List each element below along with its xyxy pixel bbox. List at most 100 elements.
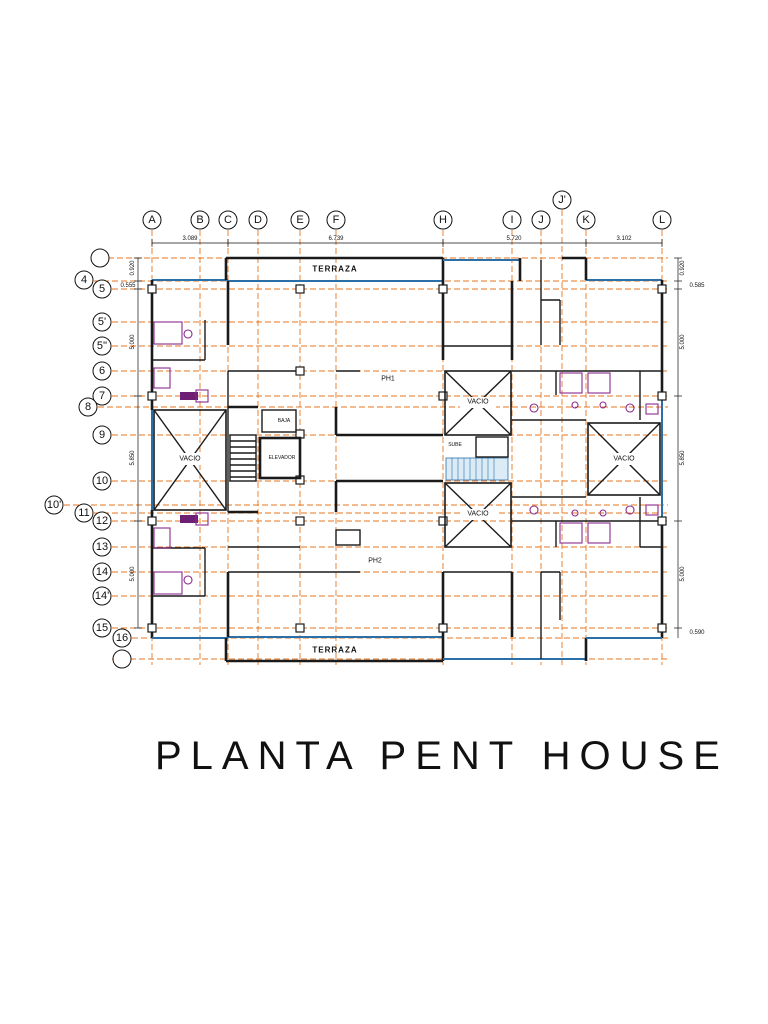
dim-left-3: 5.000: [130, 334, 136, 350]
axis-bubble-a: A: [142, 210, 162, 230]
axis-bubble-b: B: [190, 210, 210, 230]
svg-text:A: A: [148, 214, 156, 226]
void-center-top-label: VACIO: [467, 399, 489, 406]
axis-bubble-5pp: 5'': [92, 336, 112, 356]
svg-text:12: 12: [96, 515, 108, 527]
svg-text:6: 6: [99, 365, 105, 377]
dim-top-1: 3.089: [182, 236, 198, 242]
void-center-bottom: VACIO: [444, 482, 512, 548]
axis-bubble-k: K: [576, 210, 596, 230]
axis-bubble-i: I: [502, 210, 522, 230]
svg-text:14: 14: [96, 566, 108, 578]
svg-text:H: H: [439, 214, 447, 226]
svg-text:I: I: [510, 214, 513, 226]
ph1-label: PH1: [381, 376, 395, 383]
svg-text:K: K: [582, 214, 590, 226]
ph2-label: PH2: [368, 558, 382, 565]
axis-bubble-13: 13: [92, 537, 112, 557]
axis-bubble-h: H: [433, 210, 453, 230]
dim-top-4: 3.102: [616, 236, 632, 242]
interior-walls: [152, 260, 662, 659]
axis-bubble-7: 7: [92, 386, 112, 406]
top-dimension-line: 3.089 6.739 5.720 3.102: [151, 236, 663, 247]
axis-bubble-10: 10: [92, 471, 112, 491]
axis-bubble-e: E: [290, 210, 310, 230]
svg-text:11: 11: [78, 507, 89, 519]
void-right-label: VACIO: [613, 456, 635, 463]
axis-bubble-16: 16: [112, 628, 132, 648]
dim-left-1: 0.920: [130, 260, 136, 276]
dim-right-2: 0.585: [689, 283, 705, 289]
terrace-top-label: TERRAZA: [312, 265, 357, 274]
left-dimension-line: 0.920 0.555 5.000 5.850 5.000: [120, 257, 142, 629]
fixtures: [153, 321, 659, 595]
dim-top-2: 6.739: [328, 236, 344, 242]
axis-bubble-15: 15: [92, 618, 112, 638]
svg-text:10: 10: [96, 475, 108, 487]
axis-bubble-12: 12: [92, 511, 112, 531]
axis-bubble-c: C: [218, 210, 238, 230]
void-center-top: VACIO: [444, 370, 512, 436]
dim-right-4: 5.850: [680, 450, 686, 466]
axis-bubble-8: 8: [78, 397, 98, 417]
stair-down-label: BAJA: [278, 418, 291, 424]
svg-text:16: 16: [116, 632, 128, 644]
axis-bubble-j-prime: J': [552, 190, 572, 210]
void-left-label: VACIO: [179, 456, 201, 463]
svg-text:4: 4: [81, 274, 87, 286]
svg-text:F: F: [333, 214, 340, 226]
dim-right-1: 0.920: [680, 260, 686, 276]
svg-text:C: C: [224, 214, 232, 226]
svg-text:10': 10': [47, 499, 61, 511]
svg-text:9: 9: [99, 429, 105, 441]
svg-text:14': 14': [95, 590, 109, 602]
axis-bubble-14p: 14': [92, 586, 112, 606]
columns: [147, 284, 667, 633]
void-center-bottom-label: VACIO: [467, 511, 489, 518]
plan-title: PLANTA PENT HOUSE: [155, 734, 729, 778]
terrace-bottom-label: TERRAZA: [312, 646, 357, 655]
axis-bubble-6: 6: [92, 361, 112, 381]
stair-up-label: SUBE: [448, 442, 462, 448]
svg-text:8: 8: [85, 401, 91, 413]
dim-left-4: 5.850: [130, 450, 136, 466]
dim-left-2: 0.555: [120, 283, 136, 289]
exterior-walls: [150, 256, 664, 663]
svg-text:L: L: [659, 214, 665, 226]
dim-right-3: 5.000: [680, 334, 686, 350]
svg-text:5: 5: [99, 283, 105, 295]
svg-text:B: B: [196, 214, 203, 226]
axis-bubble-5p: 5': [92, 312, 112, 332]
dim-top-3: 5.720: [506, 236, 522, 242]
axis-bubble-j: J: [531, 210, 551, 230]
axis-bubble-14: 14: [92, 562, 112, 582]
axis-bubble-11: 11: [74, 503, 94, 523]
axis-bubble-d: D: [248, 210, 268, 230]
dim-left-5: 5.000: [130, 566, 136, 582]
elevator-label: ELEVADOR: [269, 455, 296, 461]
dim-right-6: 0.590: [689, 630, 705, 636]
stair-left: BAJA: [229, 409, 297, 482]
svg-text:5'': 5'': [97, 340, 107, 352]
axis-bubble-l: L: [652, 210, 672, 230]
void-right: VACIO: [587, 422, 661, 496]
axis-bubble-10p: 10': [44, 495, 64, 515]
stair-right: SUBE: [445, 436, 509, 481]
axis-bubble-9: 9: [92, 425, 112, 445]
axis-bubble-unlabeled-bottom: [112, 649, 132, 669]
dim-right-5: 5.000: [680, 566, 686, 582]
svg-text:5': 5': [98, 316, 106, 328]
axis-bubble-f: F: [326, 210, 346, 230]
void-left: VACIO: [153, 409, 227, 511]
number-axis-bubbles: 4 5 5' 5'' 6 7 8 9 10 10' 11 12 13 14 14…: [44, 248, 132, 669]
axis-bubble-5: 5: [92, 279, 112, 299]
svg-text:J': J': [558, 194, 566, 206]
svg-text:15: 15: [96, 622, 108, 634]
svg-text:13: 13: [96, 541, 108, 553]
svg-text:E: E: [296, 214, 303, 226]
right-dimension-line: 0.920 0.585 5.000 5.850 5.000 0.590: [674, 257, 705, 638]
svg-text:D: D: [254, 214, 262, 226]
axis-bubble-4: 4: [74, 270, 94, 290]
svg-text:7: 7: [99, 390, 105, 402]
